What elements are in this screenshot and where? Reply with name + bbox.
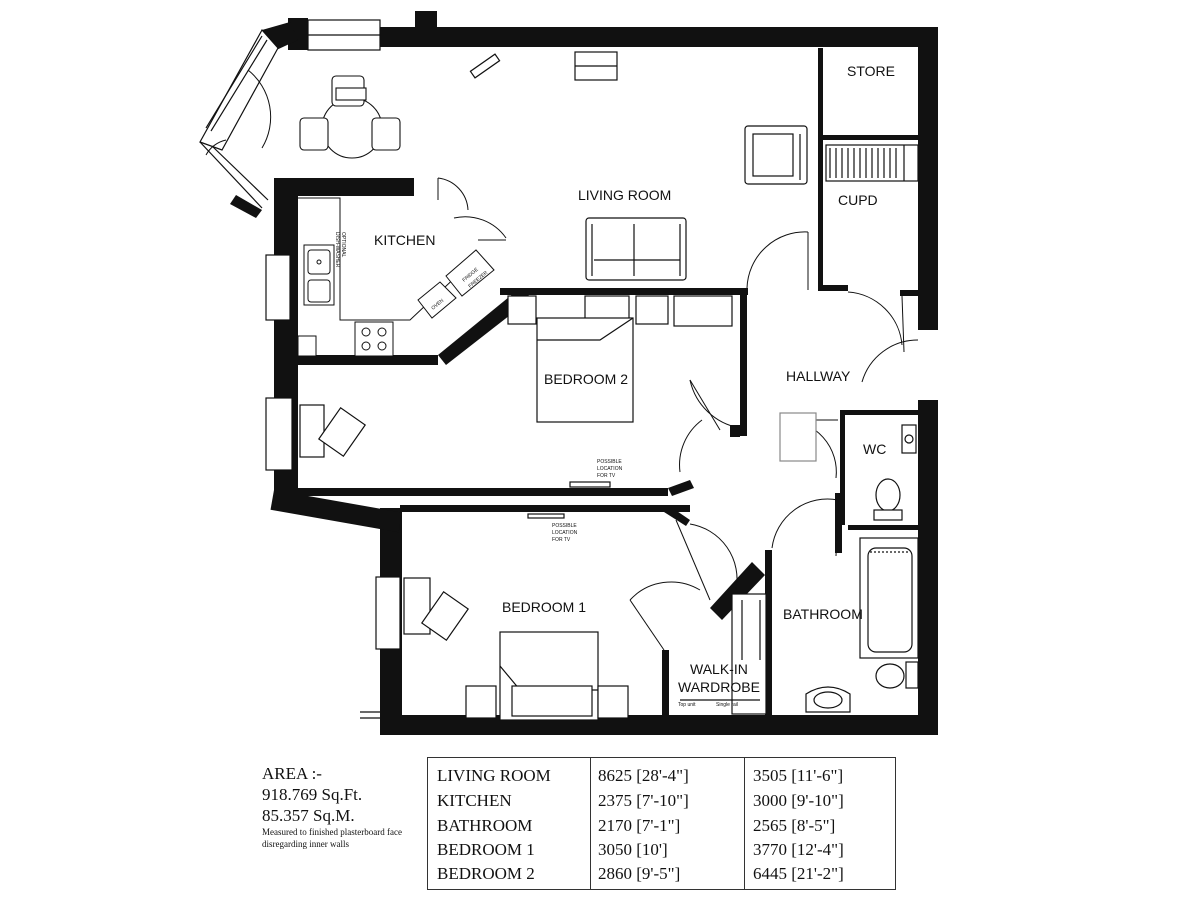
label-walkin-2: WARDROBE — [678, 679, 760, 695]
label-cupd: CUPD — [838, 192, 878, 208]
area-note-2: disregarding inner walls — [262, 839, 349, 849]
cupboard-shelves — [825, 144, 919, 182]
room-width: 3505 [11'-6"] — [753, 766, 844, 785]
label-bedroom-2: BEDROOM 2 — [544, 371, 628, 387]
label-tv2-1: POSSIBLE — [597, 459, 622, 465]
label-dishwasher-2: DISH-WASHER — [334, 232, 340, 268]
label-rail-left: Top unit — [678, 702, 696, 708]
label-hallway: HALLWAY — [786, 368, 851, 384]
label-dishwasher-1: OPTIONAL — [340, 232, 346, 258]
bedroom1-furniture — [403, 513, 629, 721]
area-label: AREA :- — [262, 764, 322, 783]
table-row: BATHROOM 2170 [7'-1"] 2565 [8'-5"] — [428, 816, 895, 840]
label-rail-right: Single rail — [716, 702, 738, 708]
bathroom-fixtures — [805, 537, 919, 713]
area-note-1: Measured to finished plasterboard face — [262, 827, 402, 837]
wc-fixtures — [779, 412, 917, 521]
room-length: 2170 [7'-1"] — [598, 816, 681, 835]
label-living-room: LIVING ROOM — [578, 187, 671, 203]
room-length: 2860 [9'-5"] — [598, 864, 681, 883]
armchair — [744, 125, 808, 185]
label-tv1-1: POSSIBLE — [552, 523, 577, 529]
label-bathroom: BATHROOM — [783, 606, 863, 622]
room-name: KITCHEN — [437, 791, 512, 810]
wardrobe-rails — [680, 593, 767, 715]
room-name: BEDROOM 2 — [437, 864, 535, 883]
label-kitchen: KITCHEN — [374, 232, 435, 248]
room-length: 3050 [10'] — [598, 840, 668, 859]
bedroom2-furniture — [299, 295, 733, 488]
label-walkin-1: WALK-IN — [690, 661, 748, 677]
room-width: 3000 [9'-10"] — [753, 791, 844, 810]
floor-plan: LIVING ROOM KITCHEN STORE CUPD BEDROOM 2… — [199, 11, 938, 735]
table-row: BEDROOM 1 3050 [10'] 3770 [12'-4"] — [428, 840, 895, 864]
dining-table — [299, 75, 401, 159]
label-wc: WC — [863, 441, 886, 457]
table-row: LIVING ROOM 8625 [28'-4"] 3505 [11'-6"] — [428, 766, 895, 790]
area-summary: AREA :- 918.769 Sq.Ft. 85.357 Sq.M. Meas… — [262, 763, 422, 850]
room-length: 2375 [7'-10"] — [598, 791, 689, 810]
room-width: 2565 [8'-5"] — [753, 816, 836, 835]
area-sqft: 918.769 Sq.Ft. — [262, 785, 363, 804]
kitchen-units — [297, 197, 495, 357]
label-bedroom-1: BEDROOM 1 — [502, 599, 586, 615]
room-width: 6445 [21'-2"] — [753, 864, 844, 883]
table-row: BEDROOM 2 2860 [9'-5"] 6445 [21'-2"] — [428, 864, 895, 888]
room-dimensions-table: LIVING ROOM 8625 [28'-4"] 3505 [11'-6"] … — [427, 757, 896, 890]
table-row: KITCHEN 2375 [7'-10"] 3000 [9'-10"] — [428, 791, 895, 815]
room-width: 3770 [12'-4"] — [753, 840, 844, 859]
room-name: LIVING ROOM — [437, 766, 551, 785]
room-name: BATHROOM — [437, 816, 533, 835]
area-sqm: 85.357 Sq.M. — [262, 806, 355, 825]
room-length: 8625 [28'-4"] — [598, 766, 689, 785]
label-tv2-2: LOCATION — [597, 466, 623, 472]
label-tv2-3: FOR TV — [597, 473, 616, 479]
label-tv1-2: LOCATION — [552, 530, 578, 536]
label-tv1-3: FOR TV — [552, 537, 571, 543]
doors — [205, 69, 919, 651]
label-store: STORE — [847, 63, 895, 79]
sofa — [585, 217, 687, 281]
bay-window — [199, 19, 401, 719]
room-name: BEDROOM 1 — [437, 840, 535, 859]
